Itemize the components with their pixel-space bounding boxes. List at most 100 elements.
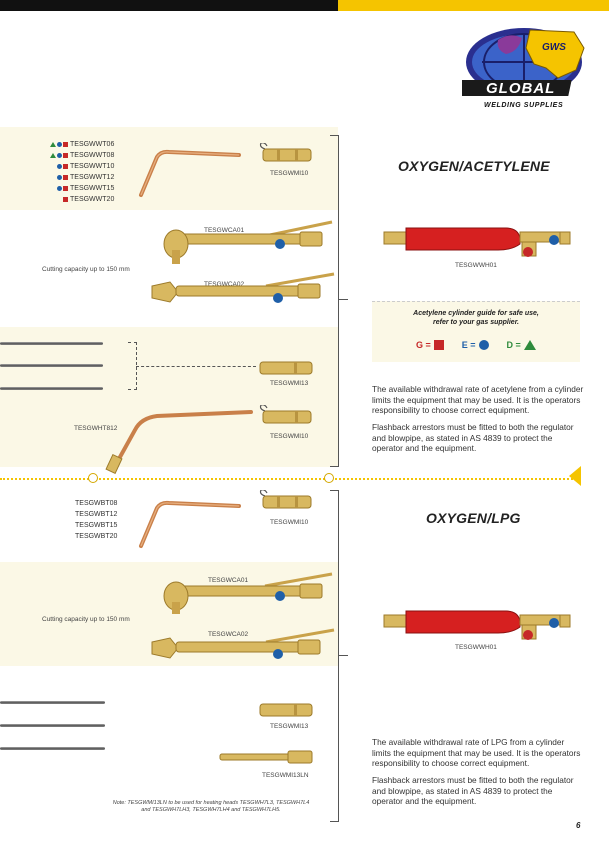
heating-rod	[0, 701, 105, 704]
divider-node	[324, 473, 334, 483]
tip-code: TESGWWT08	[70, 152, 115, 159]
tip-code: TESGWWT10	[70, 163, 115, 170]
global-welding-supplies-logo: GWS GLOBAL WELDING SUPPLIES	[456, 22, 592, 114]
bracket-tick	[338, 299, 348, 300]
guide-title-2: refer to your gas supplier.	[433, 319, 519, 326]
list-item: TESGWBT12	[75, 511, 118, 518]
heating-band-1	[0, 327, 338, 467]
list-item: TESGWWT12	[50, 172, 114, 183]
tip-code-list-2: TESGWBT08 TESGWBT12 TESGWBT15 TESGWBT20	[75, 500, 117, 544]
tip-code: TESGWWT12	[70, 174, 115, 181]
welding-tip-image	[139, 500, 241, 548]
cutting-capacity-label: Cutting capacity up to 150 mm	[42, 266, 130, 273]
cutting-capacity-label: Cutting capacity up to 150 mm	[42, 616, 130, 623]
heating-rod	[0, 342, 103, 345]
triangle-icon	[50, 153, 56, 158]
page-number: 6	[576, 821, 581, 830]
acetylene-paragraph-1: The available withdrawal rate of acetyle…	[372, 384, 584, 416]
leader-line	[136, 366, 256, 367]
divider-arrow-icon	[569, 466, 581, 486]
cutting-attachment-image	[151, 272, 335, 303]
mixer13-code: TESGWMI13	[270, 380, 309, 387]
mixer13ln-code: TESGWMI13LN	[262, 772, 309, 779]
blowpipe-image	[383, 227, 571, 257]
mixer-image	[259, 405, 312, 424]
legend-e-label: E =	[461, 340, 476, 350]
tip-code-list-1: TESGWWT06 TESGWWT08 TESGWWT10 TESGWWT12 …	[50, 139, 114, 205]
divider-node	[88, 473, 98, 483]
tip-code: TESGWWT06	[70, 141, 115, 148]
circle-icon	[57, 153, 62, 158]
circle-icon	[57, 186, 62, 191]
section-bracket	[330, 490, 339, 822]
legend-g-label: G =	[416, 340, 431, 350]
mixer-code: TESGWMI10	[270, 519, 309, 526]
blowpipe-image	[383, 610, 571, 640]
section-heading: OXYGEN/ACETYLENE	[398, 158, 550, 174]
triangle-icon	[523, 340, 536, 350]
heating-rod	[0, 364, 103, 367]
top-bar-black	[0, 0, 338, 11]
circle-icon	[57, 142, 62, 147]
heating-tip-code: TESGWHT812	[74, 425, 118, 432]
list-item: TESGWWT20	[50, 194, 114, 205]
lpg-paragraph-2: Flashback arrestors must be fitted to bo…	[372, 775, 574, 807]
acetylene-guide-box: Acetylene cylinder guide for safe use, r…	[372, 301, 580, 362]
section-heading: OXYGEN/LPG	[426, 510, 521, 526]
cutting-attachment-image	[151, 628, 335, 659]
cutter-code-1: TESGWCA01	[208, 577, 249, 584]
mixer13-code: TESGWMI13	[270, 723, 309, 730]
list-item: TESGWWT08	[50, 150, 114, 161]
square-icon	[63, 142, 68, 147]
logo-subtitle: WELDING SUPPLIES	[484, 102, 564, 109]
square-icon	[63, 153, 68, 158]
mixer10-code: TESGWMI10	[270, 433, 309, 440]
list-item: TESGWWT06	[50, 139, 114, 150]
tips-band-1	[0, 127, 338, 210]
top-bar-yellow	[338, 0, 609, 11]
mixer-image	[259, 703, 313, 717]
guide-title-1: Acetylene cylinder guide for safe use,	[413, 310, 539, 317]
mixer-ln-image	[219, 750, 313, 764]
section-bracket	[330, 135, 339, 467]
heating-rod	[0, 747, 105, 750]
list-item: TESGWBT15	[75, 522, 118, 529]
mixer-image	[259, 490, 312, 509]
tip-code: TESGWWT20	[70, 196, 115, 203]
logo-badge: GWS	[542, 42, 566, 53]
mixer-image	[259, 361, 313, 375]
cutting-attachment-image	[163, 220, 333, 264]
list-item: TESGWBT20	[75, 533, 118, 540]
list-item: TESGWBT08	[75, 500, 118, 507]
cutter-code-1: TESGWCA01	[204, 227, 245, 234]
gas-legend: G = E = D =	[416, 340, 536, 350]
section-divider	[0, 478, 580, 480]
acetylene-paragraph-2: Flashback arrestors must be fitted to bo…	[372, 422, 574, 454]
circle-icon	[478, 340, 489, 350]
list-item: TESGWWT10	[50, 161, 114, 172]
welding-tip-image	[139, 149, 241, 197]
cutter-code-2: TESGWCA02	[208, 631, 249, 638]
heating-rod	[0, 724, 105, 727]
footnote: Note: TESGWMI13LN to be used for heating…	[104, 800, 318, 814]
mixer-image	[259, 143, 312, 162]
mixer-code: TESGWMI10	[270, 170, 309, 177]
circle-icon	[57, 164, 62, 169]
lpg-paragraph-1: The available withdrawal rate of LPG fro…	[372, 737, 581, 769]
square-icon	[63, 175, 68, 180]
list-item: TESGWWT15	[50, 183, 114, 194]
blowpipe-code: TESGWWH01	[455, 262, 497, 269]
logo-title: GLOBAL	[486, 80, 556, 97]
circle-icon	[57, 175, 62, 180]
square-icon	[63, 197, 68, 202]
triangle-icon	[50, 142, 56, 147]
tip-code: TESGWWT15	[70, 185, 115, 192]
footnote-line-1: Note: TESGWMI13LN to be used for heating…	[112, 800, 310, 806]
heating-rod	[0, 387, 103, 390]
footnote-line-2: and TESGWH7LH3, TESGWH7LH4 and TESGWH7LH…	[141, 807, 281, 813]
cutting-attachment-image	[163, 572, 333, 614]
square-icon	[63, 186, 68, 191]
blowpipe-code: TESGWWH01	[455, 644, 497, 651]
square-icon	[63, 164, 68, 169]
bracket-tick	[338, 655, 348, 656]
